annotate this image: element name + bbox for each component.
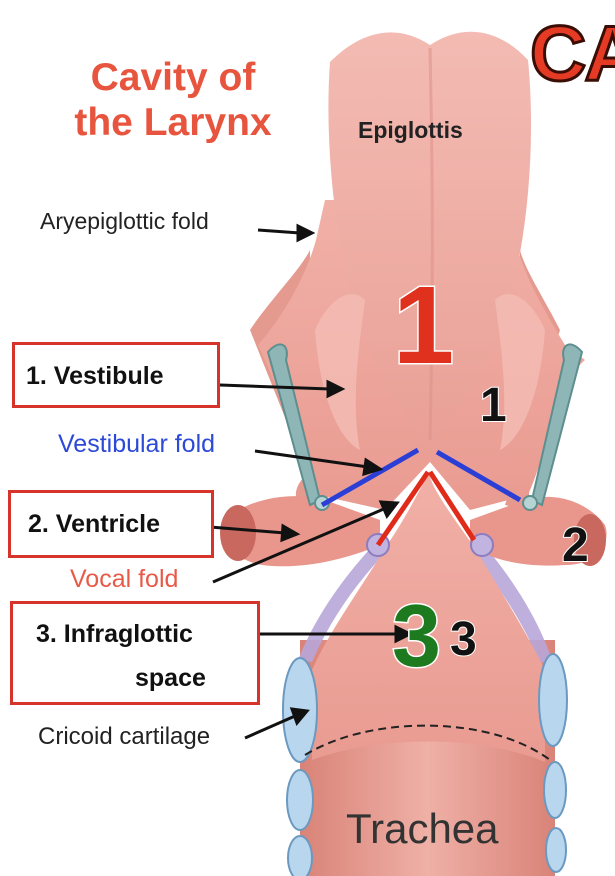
- region-number-small-2: 2: [562, 518, 589, 573]
- epiglottis-label: Epiglottis: [358, 117, 463, 144]
- region-number-big-1: 1: [393, 262, 454, 389]
- region-number-small-1: 1: [480, 378, 507, 433]
- cricoid-cartilage-label: Cricoid cartilage: [38, 723, 210, 751]
- right-arytenoid: [523, 496, 537, 510]
- vestibule-box-label: 1. Vestibule: [26, 362, 164, 391]
- header-text: CA: [530, 8, 615, 99]
- vocal-fold-label: Vocal fold: [70, 565, 178, 594]
- left-tracheal-ring-2: [288, 836, 312, 876]
- right-tracheal-ring-2: [546, 828, 566, 872]
- page-title-line-1: Cavity of: [48, 55, 298, 100]
- region-number-big-3: 3: [392, 585, 441, 687]
- left-tracheal-ring-1: [287, 770, 313, 830]
- infraglottic-box-label-line2: space: [135, 664, 206, 693]
- vestibular-fold-label: Vestibular fold: [58, 430, 215, 459]
- right-tracheal-ring-1: [544, 762, 566, 818]
- right-cricoid: [539, 654, 567, 746]
- page-title-line-2: the Larynx: [48, 100, 298, 145]
- aryepiglottic-fold-label: Aryepiglottic fold: [40, 208, 209, 235]
- left-ventricle-opening: [220, 505, 256, 561]
- arrow-aryepiglottic: [258, 230, 300, 233]
- trachea-label: Trachea: [346, 805, 499, 853]
- infraglottic-box-label-line1: 3. Infraglottic: [36, 620, 193, 649]
- ventricle-box-label: 2. Ventricle: [28, 510, 160, 539]
- region-number-small-3: 3: [450, 612, 477, 667]
